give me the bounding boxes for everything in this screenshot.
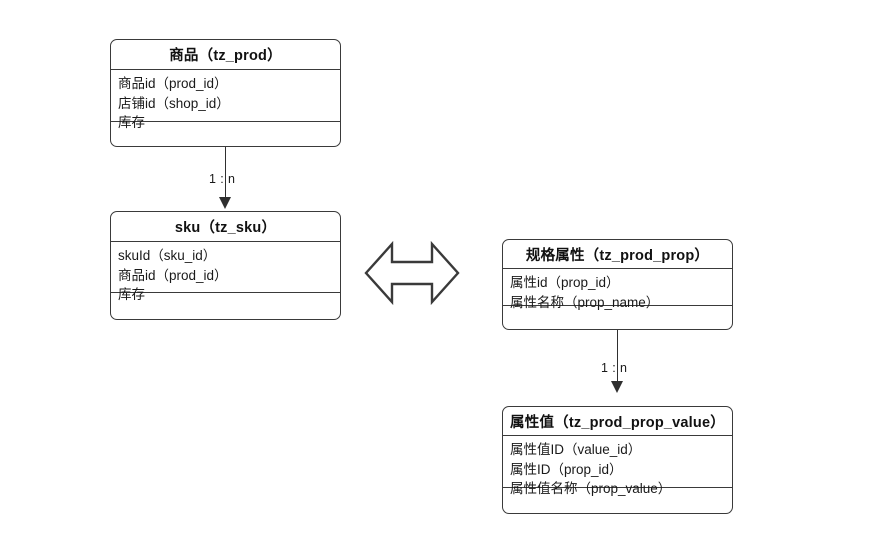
attribute-row: 属性名称（prop_name）: [510, 294, 660, 310]
attribute-row: 库存: [118, 287, 145, 302]
arrowhead-down-icon: [611, 381, 623, 393]
connector-cardinality-label: 1 : n: [601, 361, 628, 375]
entity-box-tz-sku[interactable]: sku（tz_sku） skuId（sku_id） 商品id（prod_id） …: [110, 211, 341, 320]
attribute-row: 商品id（prod_id）: [118, 76, 228, 91]
attribute-row: 属性值名称（prop_value）: [510, 481, 672, 496]
connector-line: [225, 147, 226, 199]
entity-header-tz-prod-prop: 规格属性（tz_prod_prop）: [503, 240, 732, 269]
entity-header-tz-prod: 商品（tz_prod）: [111, 40, 340, 70]
entity-header-tz-prod-prop-value: 属性值（tz_prod_prop_value）: [503, 407, 732, 436]
entity-attributes-tz-prod-prop: 属性id（prop_id） 属性名称（prop_name）: [503, 269, 732, 310]
entity-attributes-tz-prod: 商品id（prod_id） 店铺id（shop_id） 库存: [111, 70, 340, 130]
attribute-row: skuId（sku_id）: [118, 248, 217, 263]
attribute-row: 属性值ID（value_id）: [510, 442, 642, 457]
entity-box-tz-prod[interactable]: 商品（tz_prod） 商品id（prod_id） 店铺id（shop_id） …: [110, 39, 341, 147]
attribute-row: 属性id（prop_id）: [510, 275, 620, 290]
entity-attributes-tz-prod-prop-value: 属性值ID（value_id） 属性ID（prop_id） 属性值名称（prop…: [503, 436, 732, 496]
connector-line: [617, 330, 618, 383]
arrowhead-down-icon: [219, 197, 231, 209]
attribute-row: 属性ID（prop_id）: [510, 461, 623, 477]
entity-methods-tz-prod-prop-value: [503, 488, 732, 513]
connector-cardinality-label: 1 : n: [209, 172, 236, 186]
attribute-row: 商品id（prod_id）: [118, 267, 228, 283]
attribute-row: 库存: [118, 115, 145, 130]
entity-box-tz-prod-prop-value[interactable]: 属性值（tz_prod_prop_value） 属性值ID（value_id） …: [502, 406, 733, 514]
entity-methods-tz-prod: [111, 122, 340, 146]
attribute-row: 店铺id（shop_id）: [118, 95, 230, 111]
entity-header-tz-sku: sku（tz_sku）: [111, 212, 340, 242]
entity-methods-tz-sku: [111, 293, 340, 319]
double-headed-arrow-icon[interactable]: [364, 238, 460, 308]
entity-attributes-tz-sku: skuId（sku_id） 商品id（prod_id） 库存: [111, 242, 340, 302]
entity-box-tz-prod-prop[interactable]: 规格属性（tz_prod_prop） 属性id（prop_id） 属性名称（pr…: [502, 239, 733, 330]
entity-methods-tz-prod-prop: [503, 306, 732, 329]
